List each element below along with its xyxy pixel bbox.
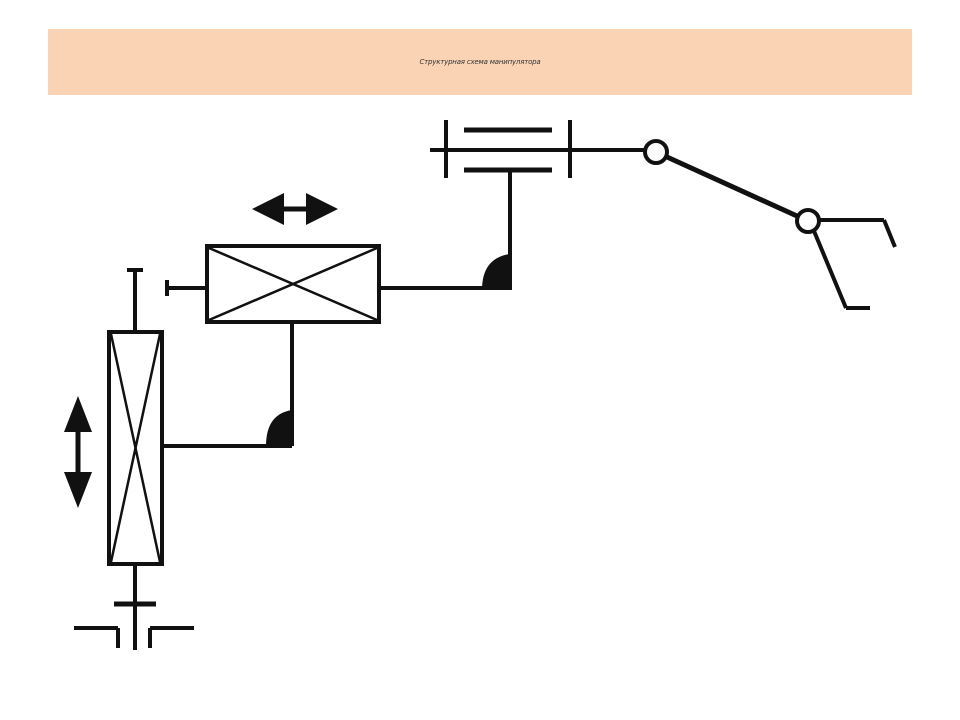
wrist-hinge-1 bbox=[643, 139, 669, 165]
horizontal-prismatic-joint bbox=[165, 244, 510, 324]
gripper bbox=[812, 218, 897, 310]
title-bar: Структурная схема манипулятора bbox=[48, 29, 912, 95]
rigid-connection-lower bbox=[162, 320, 294, 448]
base-joint bbox=[74, 564, 194, 650]
rotary-joint bbox=[430, 120, 645, 178]
vertical-motion-arrow-icon bbox=[64, 396, 92, 508]
vertical-prismatic-joint bbox=[107, 268, 164, 566]
slide-title: Структурная схема манипулятора bbox=[419, 58, 541, 66]
wrist-link bbox=[665, 154, 799, 219]
wrist-hinge-2 bbox=[795, 208, 821, 234]
rigid-connection-upper bbox=[482, 170, 512, 290]
horizontal-motion-arrow-icon bbox=[252, 193, 338, 225]
